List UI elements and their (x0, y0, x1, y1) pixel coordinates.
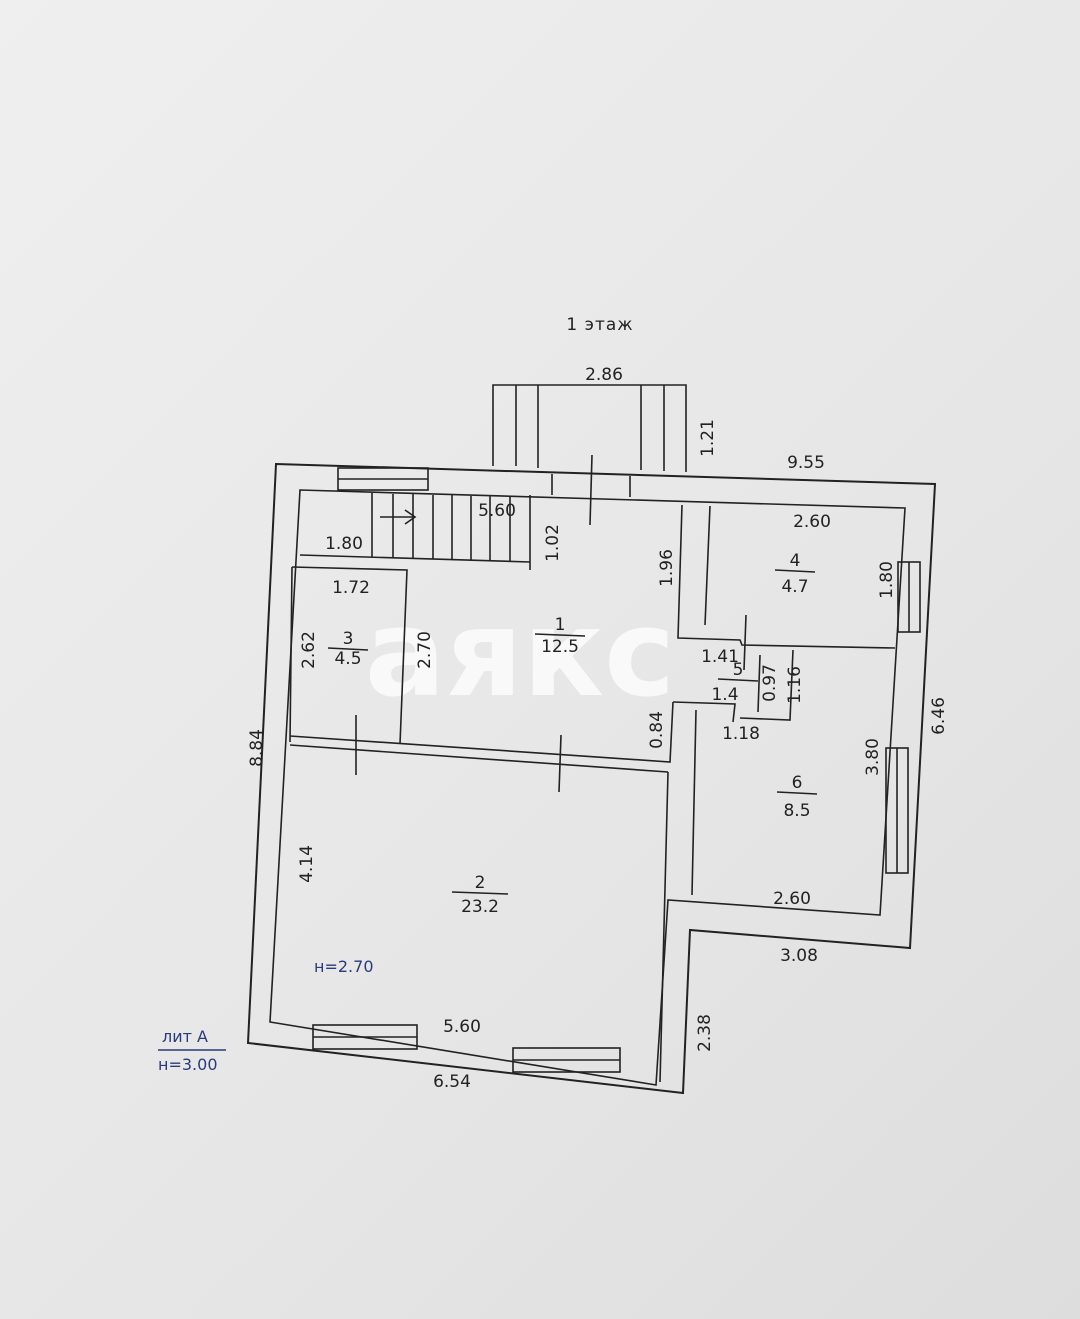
dim-room1-depth: 2.70 (415, 631, 435, 669)
dim-step-084: 0.84 (647, 711, 667, 749)
inner-wall-outline (269, 489, 906, 1086)
floor-title: 1 этаж (566, 315, 633, 335)
dim-porch-depth: 1.21 (698, 419, 718, 457)
room-1-area: 12.5 (541, 637, 579, 657)
dim-hall-partition: 1.96 (657, 549, 677, 587)
room-5-area: 1.4 (711, 685, 738, 705)
dim-room5-depth-b: 1.16 (785, 666, 805, 704)
dim-room3-width: 1.72 (332, 578, 370, 598)
room-3-area: 4.5 (334, 649, 361, 669)
room-3-number: 3 (343, 629, 354, 649)
dim-porch-width: 2.86 (585, 365, 623, 385)
dim-room5-width: 1.41 (701, 647, 739, 667)
room-labels: 1 12.5 2 23.2 3 4.5 4 4.7 5 1.4 6 8.5 (327, 551, 818, 917)
staircase (299, 493, 531, 570)
lit-label: лит А (162, 1027, 208, 1046)
dim-room5-depth-a: 0.97 (760, 664, 780, 702)
dim-room5-bottom: 1.18 (722, 724, 760, 744)
room-4-area: 4.7 (781, 577, 808, 597)
dim-room6-depth: 3.80 (863, 738, 883, 776)
watermark-logo: аякс (365, 585, 676, 724)
dim-room2-depth: 4.14 (297, 845, 317, 883)
room-2-number: 2 (475, 873, 486, 893)
dim-outer-right-bottom: 3.08 (780, 946, 818, 966)
ceiling-height-note: н=2.70 (314, 957, 374, 976)
dim-hall-depth: 1.02 (543, 524, 563, 562)
dim-outer-right: 6.46 (929, 697, 949, 735)
room-6-area: 8.5 (783, 801, 810, 821)
outer-wall-outline (246, 462, 937, 1095)
dim-room4-depth: 1.80 (877, 561, 897, 599)
dim-outer-step: 2.38 (695, 1014, 715, 1052)
dim-room2-width: 5.60 (443, 1017, 481, 1037)
room-1-number: 1 (555, 615, 566, 635)
dim-stair-length: 5.60 (478, 501, 516, 521)
windows (312, 467, 921, 1073)
dim-room3-depth: 2.62 (299, 631, 319, 669)
building-height-note: н=3.00 (158, 1055, 218, 1074)
dim-outer-bottom: 6.54 (433, 1072, 471, 1092)
dim-room6-width: 2.60 (773, 889, 811, 909)
dimension-labels: 2.86 1.21 9.55 5.60 1.80 1.02 1.96 2.60 … (247, 365, 949, 1092)
room-2-area: 23.2 (461, 897, 499, 917)
notes: н=2.70 лит А н=3.00 (158, 957, 374, 1074)
dim-stair-width: 1.80 (325, 534, 363, 554)
dim-outer-left: 8.84 (247, 729, 267, 767)
partitions (289, 454, 896, 1083)
dim-outer-right-top: 9.55 (787, 453, 825, 473)
room-6-number: 6 (792, 773, 803, 793)
dim-room4-width: 2.60 (793, 512, 831, 532)
room-5-number: 5 (733, 660, 744, 680)
porch (492, 384, 687, 472)
room-4-number: 4 (790, 551, 801, 571)
